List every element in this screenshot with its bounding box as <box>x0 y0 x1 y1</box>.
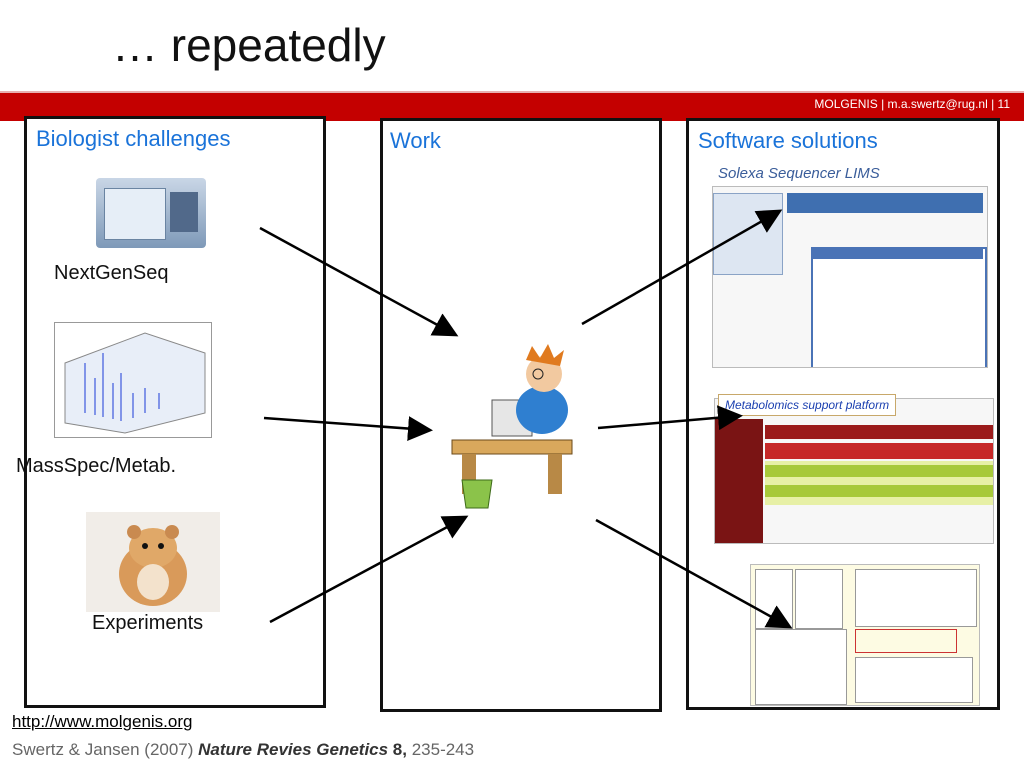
arrow-massspec-to-work <box>263 416 433 442</box>
label-massspec: MassSpec/Metab. <box>16 455 177 477</box>
label-nextgenseq: NextGenSeq <box>54 262 169 284</box>
arrow-experiments-to-work <box>269 515 469 624</box>
massspec-plot-image <box>54 322 212 438</box>
slide-title: … repeatedly <box>112 19 386 71</box>
lims-subtitle: Solexa Sequencer LIMS <box>718 165 880 182</box>
biologist-heading: Biologist challenges <box>36 126 231 151</box>
citation-volume: 8, <box>388 740 407 759</box>
citation-pages: 235-243 <box>406 740 475 759</box>
arrow-work-to-lims <box>581 209 783 326</box>
metabolomics-callout: Metabolomics support platform <box>718 394 897 416</box>
metabolomics-screenshot <box>714 398 994 544</box>
citation-authors: Swertz & Jansen (2007) <box>12 740 199 759</box>
software-heading: Software solutions <box>698 128 878 153</box>
arrow-work-to-experiment-db <box>595 518 793 629</box>
footer-info: MOLGENIS | m.a.swertz@rug.nl | 11 <box>814 97 1010 111</box>
label-experiments: Experiments <box>92 612 204 634</box>
molgenis-link[interactable]: http://www.molgenis.org <box>12 712 193 731</box>
arrow-work-to-metabolomics <box>597 405 743 431</box>
experiment-db-screenshot <box>750 564 980 706</box>
work-heading: Work <box>390 128 441 153</box>
citation: Swertz & Jansen (2007) Nature Revies Gen… <box>12 740 474 760</box>
sequencer-image <box>96 178 206 248</box>
programmer-cartoon <box>432 340 592 510</box>
arrow-nextgenseq-to-work <box>259 226 459 337</box>
hamster-image <box>86 512 220 612</box>
citation-journal: Nature Revies Genetics <box>198 740 389 759</box>
